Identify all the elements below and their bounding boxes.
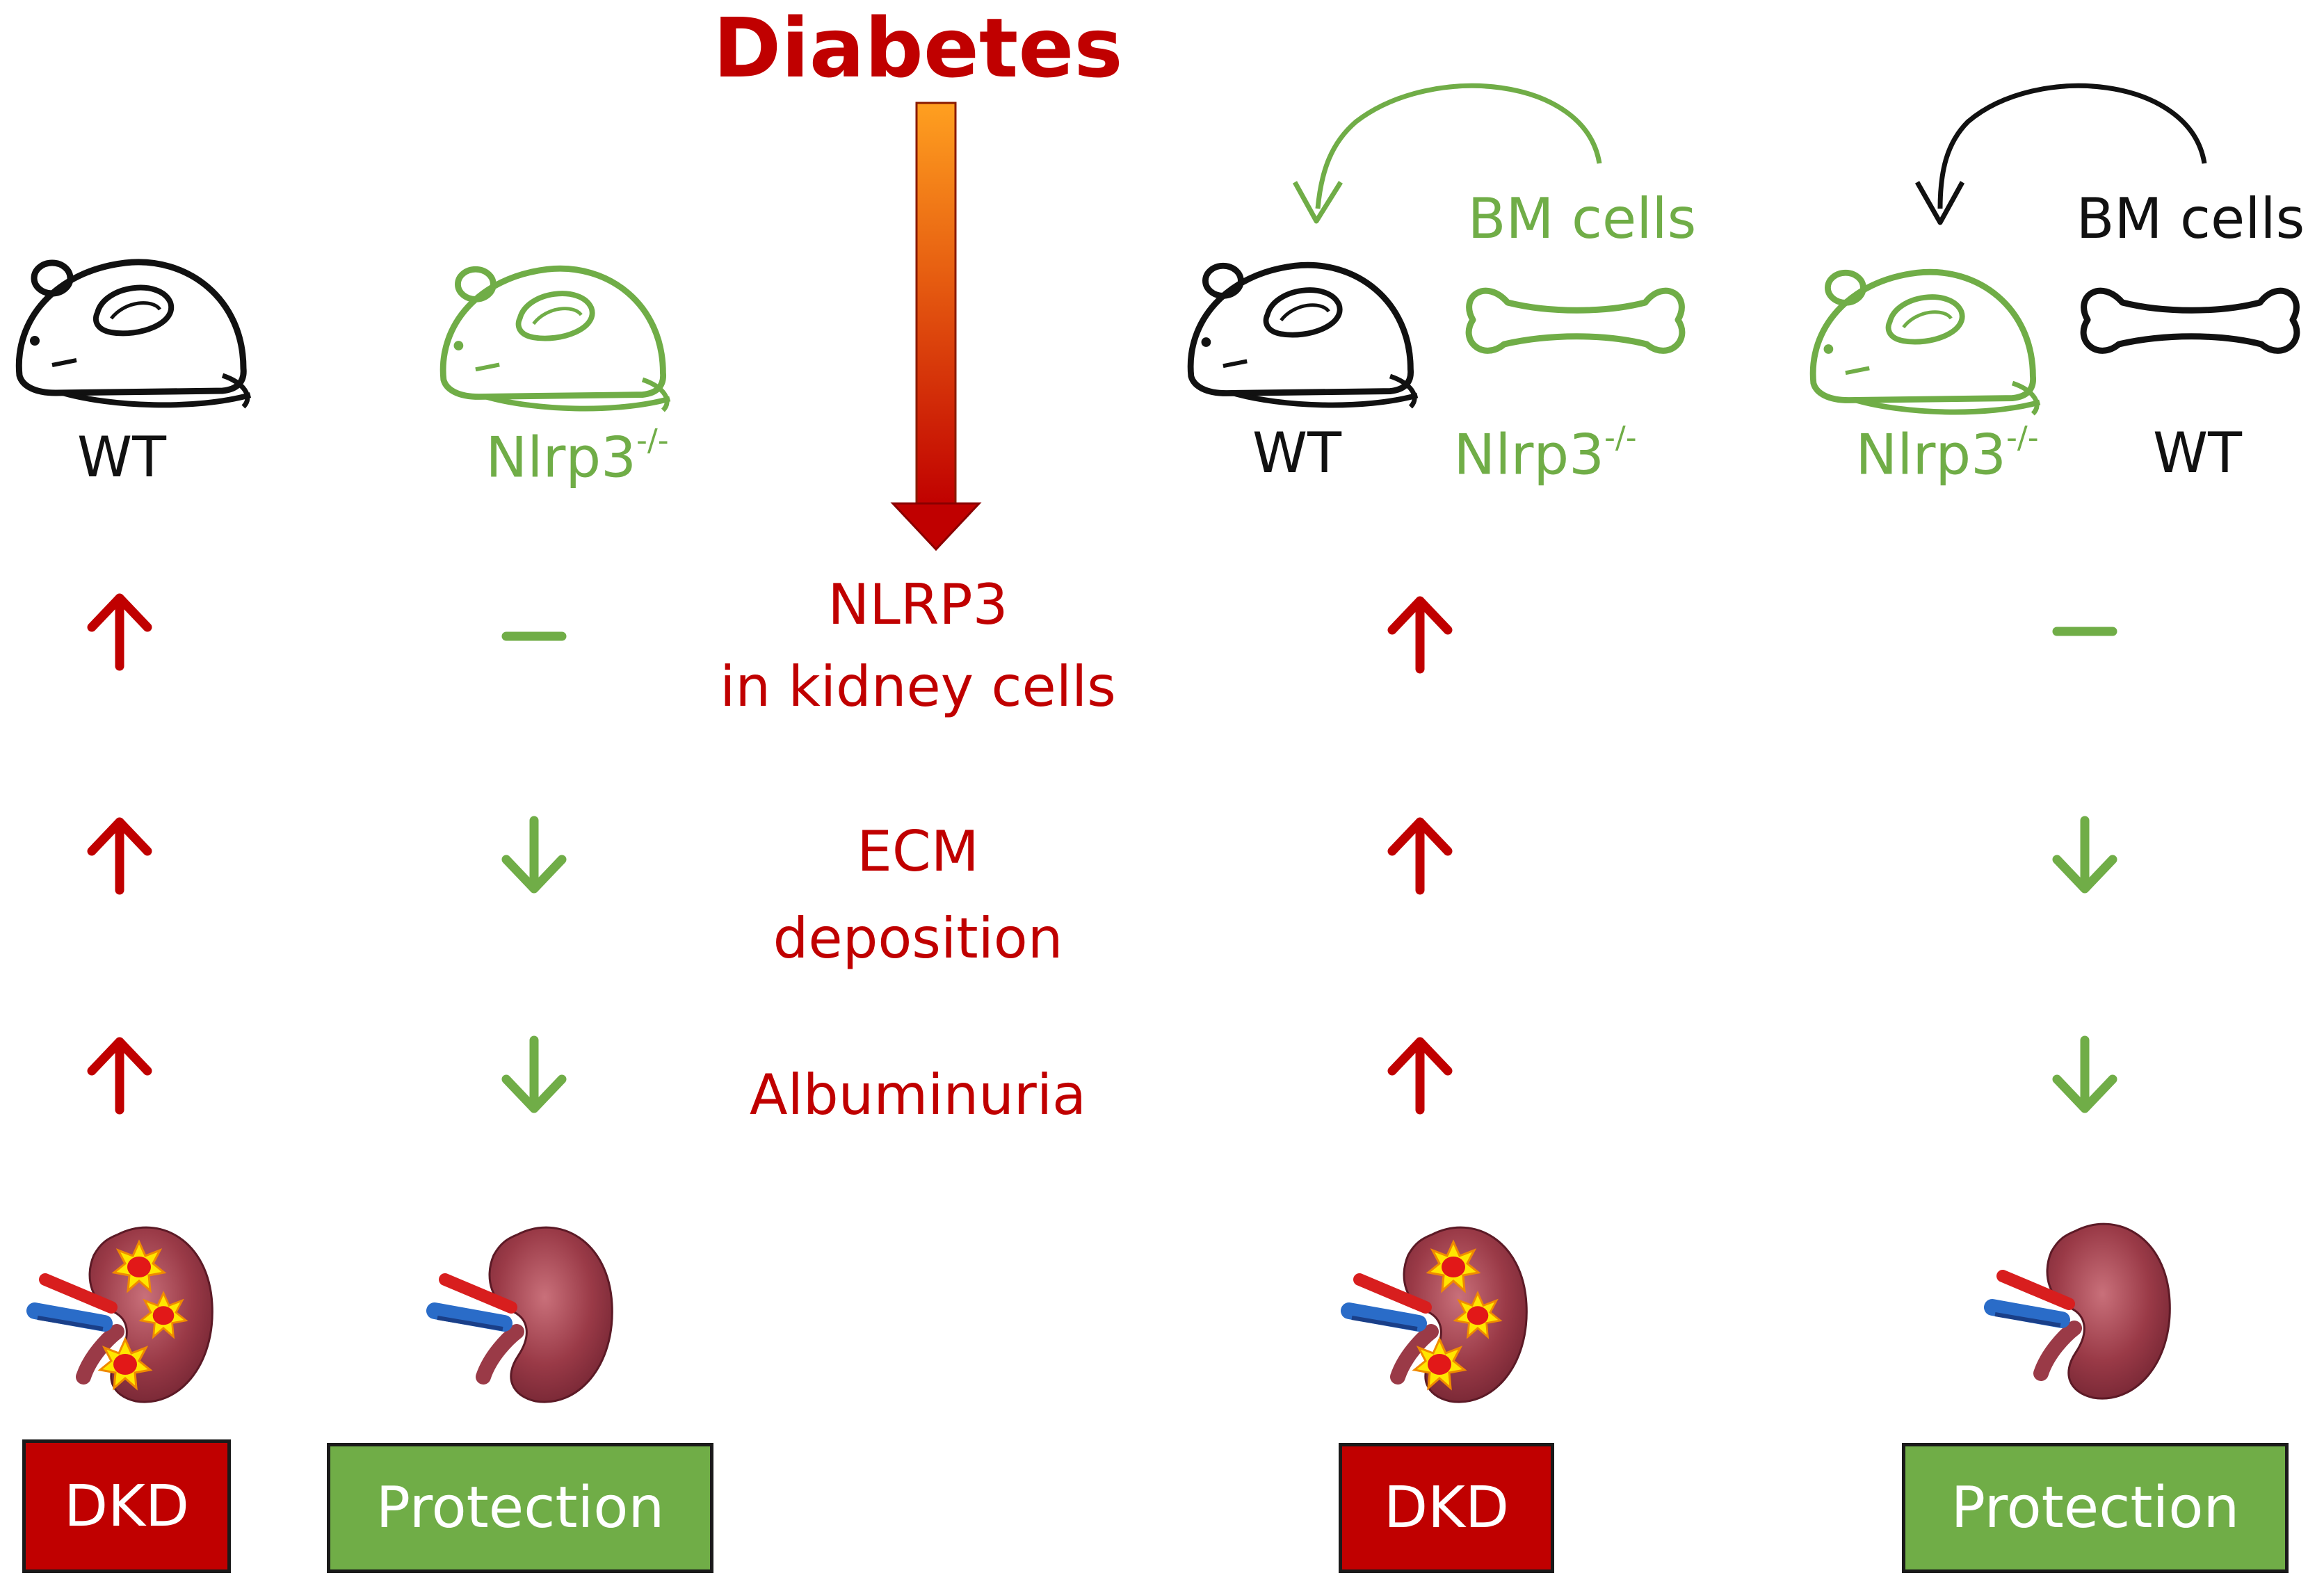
transplant-arrow: [1292, 83, 1602, 224]
recipient-label: WT: [1252, 421, 1341, 485]
down-arrow-icon: [2057, 821, 2113, 889]
diagram-title: Diabetes: [713, 0, 1123, 96]
down-arrow-icon: [506, 1040, 562, 1108]
row-label-ecm-sub: deposition: [773, 906, 1063, 971]
mouse-icon: [19, 262, 250, 407]
damaged-kidney-icon: [1349, 1227, 1526, 1402]
up-arrow-icon: [92, 598, 147, 666]
row-label-nlrp3-sub: in kidney cells: [720, 654, 1116, 719]
group-label-nlrp3: Nlrp3-/-: [485, 423, 669, 490]
kidney-icon: [435, 1227, 612, 1402]
outcome-protection-box: Protection: [1902, 1443, 2289, 1573]
up-arrow-icon: [92, 822, 147, 890]
row-label-nlrp3: NLRP3: [828, 572, 1008, 637]
up-arrow-icon: [92, 1042, 147, 1110]
donor-label: WT: [2153, 421, 2242, 485]
mouse-icon: [1191, 265, 1417, 407]
row-label-ecm: ECM: [857, 819, 979, 884]
bone-icon: [1469, 291, 1682, 350]
mouse-icon: [1813, 272, 2040, 414]
recipient-label: Nlrp3-/-: [1855, 420, 2039, 487]
outcome-protection-box: Protection: [327, 1443, 713, 1573]
up-arrow-icon: [1392, 822, 1448, 890]
group-label-wt: WT: [77, 425, 166, 490]
down-arrow-icon: [506, 821, 562, 889]
up-arrow-icon: [1392, 601, 1448, 669]
transplant-arrow: [1914, 83, 2207, 225]
diabetes-arrow: [890, 102, 982, 551]
outcome-dkd-box: DKD: [22, 1439, 231, 1573]
donor-label: Nlrp3-/-: [1453, 420, 1637, 487]
donor-cells-label: BM cells: [2076, 186, 2305, 251]
down-arrow-icon: [2057, 1040, 2113, 1108]
damaged-kidney-icon: [35, 1227, 212, 1402]
up-arrow-icon: [1392, 1042, 1448, 1110]
kidney-icon: [1992, 1224, 2170, 1398]
outcome-dkd-box: DKD: [1339, 1443, 1554, 1573]
bone-icon: [2083, 291, 2297, 350]
row-label-albuminuria: Albuminuria: [749, 1063, 1087, 1127]
donor-cells-label: BM cells: [1467, 186, 1697, 251]
mouse-icon: [443, 268, 670, 410]
